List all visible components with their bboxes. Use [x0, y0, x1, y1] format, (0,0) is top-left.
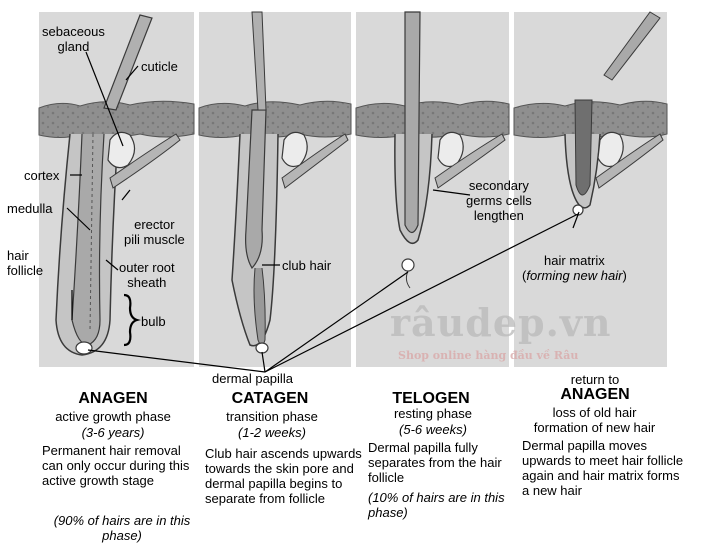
anagen-title: ANAGEN	[78, 390, 148, 407]
return-title: ANAGEN	[560, 386, 630, 403]
anagen-note: (90% of hairs are in this phase)	[53, 513, 191, 543]
panel-catagen	[198, 11, 352, 367]
anagen-duration: (3-6 years)	[81, 425, 145, 440]
label-hair-matrix: hair matrix (forming new hair)	[522, 253, 627, 283]
bulb-bracket	[123, 293, 141, 347]
telogen-description: Dermal papilla fully separates from the …	[368, 440, 502, 485]
catagen-duration: (1-2 weeks)	[238, 425, 306, 440]
return-subtitle: loss of old hair formation of new hair	[533, 405, 656, 435]
label-hair-follicle: hair follicle	[7, 248, 44, 278]
panel-return-anagen	[513, 11, 668, 367]
label-sebaceous-gland: sebaceous gland	[42, 24, 105, 54]
telogen-duration: (5-6 weeks)	[399, 422, 467, 437]
panel-telogen	[355, 11, 510, 367]
label-club-hair: club hair	[282, 258, 332, 273]
panel-anagen	[38, 12, 195, 367]
label-cuticle: cuticle	[141, 59, 178, 74]
telogen-title: TELOGEN	[392, 390, 470, 407]
label-outer-root-sheath: outer root sheath	[119, 260, 175, 290]
anagen-subtitle: active growth phase	[55, 409, 171, 424]
return-description: Dermal papilla moves upwards to meet hai…	[522, 438, 684, 498]
label-medulla: medulla	[7, 201, 53, 216]
telogen-subtitle: resting phase	[393, 406, 473, 421]
label-dermal-papilla: dermal papilla	[212, 371, 293, 386]
telogen-note: (10% of hairs are in this phase)	[368, 490, 505, 520]
watermark-brand: râudep.vn	[390, 300, 612, 345]
catagen-title: CATAGEN	[231, 390, 309, 407]
label-bulb: bulb	[141, 314, 166, 329]
watermark-tagline: Shop online hàng đầu về Râu	[398, 349, 579, 362]
leader-lines	[66, 51, 580, 373]
label-cortex: cortex	[24, 168, 60, 183]
anagen-description: Permanent hair removal can only occur du…	[42, 443, 190, 488]
label-forming-new-hair: forming new hair	[526, 268, 623, 283]
catagen-description: Club hair ascends upwards towards the sk…	[205, 446, 362, 506]
return-pre-title: return to	[570, 372, 620, 387]
label-erector-pili: erector pili muscle	[124, 217, 185, 247]
label-secondary-germs: secondary germs cells lengthen	[466, 178, 532, 223]
catagen-subtitle: transition phase	[226, 409, 318, 424]
